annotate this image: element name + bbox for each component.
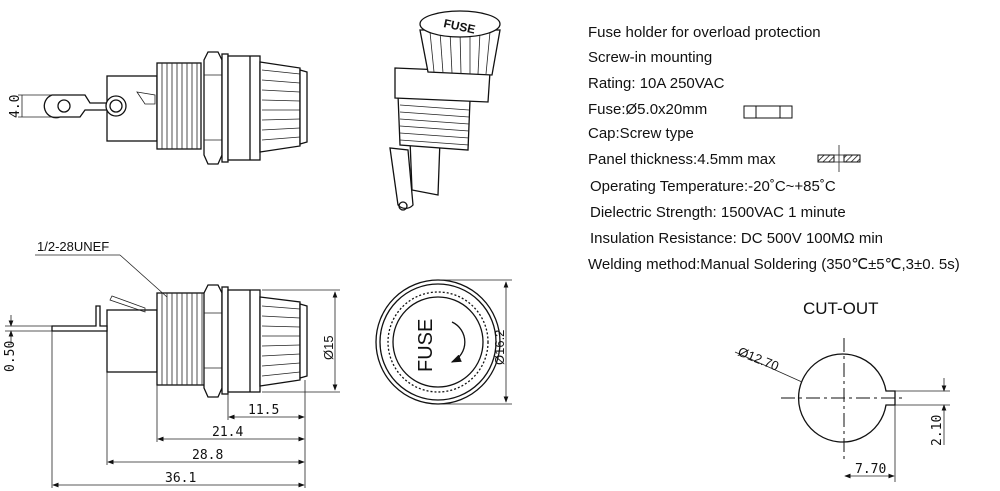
front-cap-text: FUSE xyxy=(415,319,437,372)
spec-operating-temp: Operating Temperature:-20˚C~+85˚C xyxy=(590,178,836,195)
spec-list: Fuse holder for overload protection Scre… xyxy=(588,24,960,273)
dim-21-4: 21.4 xyxy=(212,425,243,440)
spec-welding: Welding method:Manual Soldering (350℃±5℃… xyxy=(588,256,960,273)
panel-section-icon xyxy=(817,145,861,172)
cutout-diameter-label: Ø12.70 xyxy=(736,344,781,374)
perspective-cap-text: FUSE xyxy=(442,16,476,36)
tab-thickness-label: 0.50 xyxy=(3,341,18,372)
spec-mounting: Screw-in mounting xyxy=(588,49,712,66)
spec-cap: Cap:Screw type xyxy=(588,125,694,142)
dim-28-8: 28.8 xyxy=(192,448,223,463)
dim-11-5: 11.5 xyxy=(248,403,279,418)
front-diameter-label: Ø16.2 xyxy=(492,330,507,365)
spec-dielectric: Dielectric Strength: 1500VAC 1 minute xyxy=(590,204,846,221)
spec-panel-thickness: Panel thickness:4.5mm max xyxy=(588,151,776,168)
perspective-view: FUSE xyxy=(389,10,501,211)
thread-spec-label: 1/2-28UNEF xyxy=(37,239,109,254)
cutout-drawing: CUT-OUT Ø12.70 2.10 7.70 xyxy=(734,299,950,482)
top-side-view: 4.0 xyxy=(8,51,308,165)
front-view: FUSE Ø16.2 xyxy=(375,279,512,405)
spec-insulation: Insulation Resistance: DC 500V 100MΩ min xyxy=(590,230,883,247)
spec-description: Fuse holder for overload protection xyxy=(588,24,821,41)
cutout-key-height-label: 2.10 xyxy=(930,415,945,446)
side-view: 1/2-28UNEF 0.50 Ø15 11.5 21.4 28.8 36.1 xyxy=(3,239,340,488)
dim-36-1: 36.1 xyxy=(165,471,196,486)
spec-rating: Rating: 10A 250VAC xyxy=(588,75,725,92)
cutout-title: CUT-OUT xyxy=(803,299,879,318)
fuse-icon xyxy=(743,105,793,119)
spec-fuse: Fuse:Ø5.0x20mm xyxy=(588,101,707,118)
tab-width-label: 4.0 xyxy=(8,95,23,118)
cap-diameter-label: Ø15 xyxy=(321,335,336,360)
cutout-key-offset-label: 7.70 xyxy=(855,462,886,477)
